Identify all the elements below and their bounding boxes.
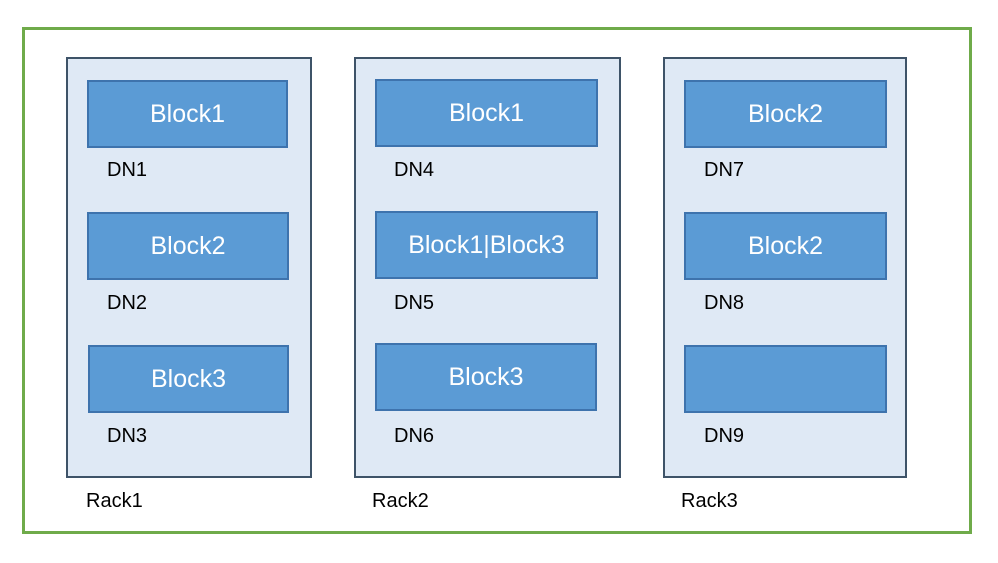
rack-3-label: Rack3 — [681, 490, 738, 512]
rack-2-label: Rack2 — [372, 490, 429, 512]
rack-1-dn3-block: Block3 — [88, 345, 289, 413]
rack-2-dn6-label: DN6 — [394, 425, 435, 447]
rack-2-dn6-block: Block3 — [375, 343, 597, 411]
rack-3-dn9-label: DN9 — [704, 425, 745, 447]
rack-3-dn9-block — [684, 345, 887, 413]
rack-3-dn8-block: Block2 — [684, 212, 887, 280]
rack-1-dn1-block: Block1 — [87, 80, 288, 148]
rack-1-dn2-label: DN2 — [107, 292, 148, 314]
rack-2-dn5-label: DN5 — [394, 292, 435, 314]
rack-3-dn7-label: DN7 — [704, 159, 745, 181]
rack-2-dn5-block: Block1|Block3 — [375, 211, 598, 279]
rack-2-dn4-block: Block1 — [375, 79, 598, 147]
rack-1-dn1-label: DN1 — [107, 159, 148, 181]
rack-1-label: Rack1 — [86, 490, 143, 512]
rack-2-dn4-label: DN4 — [394, 159, 435, 181]
rack-3-dn8-label: DN8 — [704, 292, 745, 314]
rack-1-dn3-label: DN3 — [107, 425, 148, 447]
rack-1-dn2-block: Block2 — [87, 212, 289, 280]
rack-3-dn7-block: Block2 — [684, 80, 887, 148]
